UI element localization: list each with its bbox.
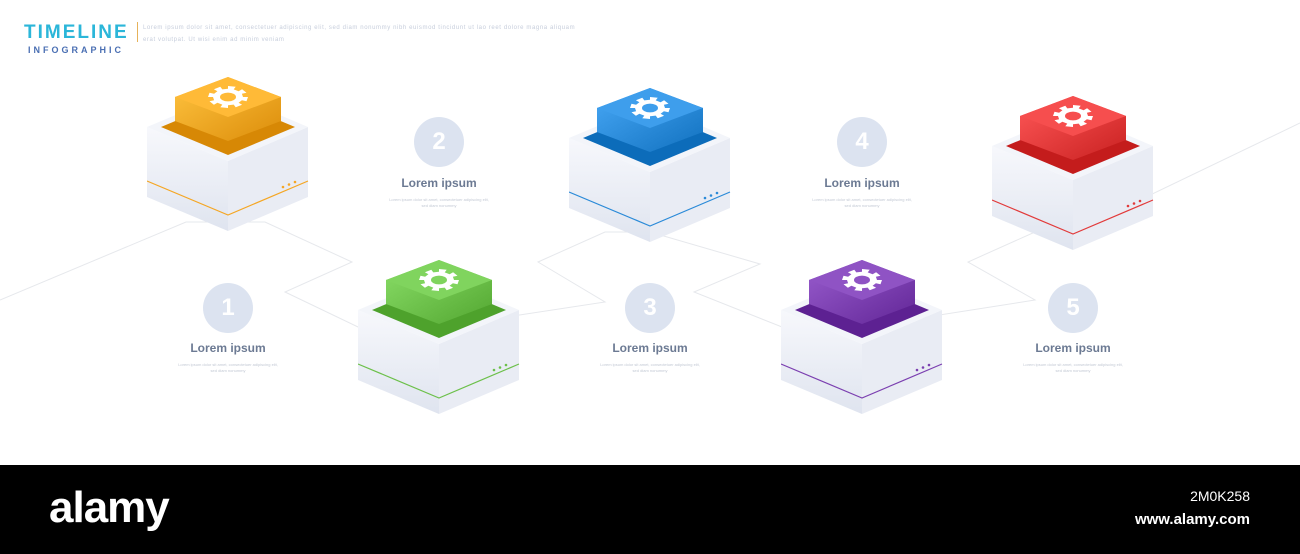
cube-accent-line — [357, 363, 520, 399]
step-5-description: Lorem ipsum dolor sit amet, consectetuer… — [1023, 362, 1123, 373]
indicator-dot — [927, 363, 931, 367]
step-4-number: 4 — [837, 117, 887, 167]
indicator-dot — [504, 363, 508, 367]
gear-icon — [208, 86, 248, 108]
indicator-dot — [915, 368, 919, 372]
indicator-dot — [492, 368, 496, 372]
step-4-cube — [780, 258, 943, 423]
step-3-description: Lorem ipsum dolor sit amet, consectetuer… — [600, 362, 700, 373]
indicator-dot — [281, 185, 285, 189]
cube-right-face — [862, 310, 942, 414]
cube-right-face — [439, 310, 519, 414]
cube-left-face — [569, 138, 650, 242]
step-4-label: Lorem ipsum — [824, 176, 900, 190]
step-1-description: Lorem ipsum dolor sit amet, consectetuer… — [178, 362, 278, 373]
infographic-canvas: TIMELINE INFOGRAPHIC Lorem ipsum dolor s… — [0, 22, 1300, 423]
indicator-dot — [921, 366, 925, 369]
step-2-cube — [357, 258, 520, 423]
step-4-description: Lorem ipsum dolor sit amet, consectetuer… — [812, 197, 912, 208]
cube-left-face — [358, 310, 439, 414]
indicator-dot — [703, 196, 707, 200]
step-1-cube — [146, 75, 309, 240]
step-3-label: Lorem ipsum — [612, 341, 688, 355]
indicator-dot — [498, 366, 502, 369]
step-5-label: Lorem ipsum — [1035, 341, 1111, 355]
step-2-label: Lorem ipsum — [401, 176, 477, 190]
step-5-cube — [991, 94, 1154, 259]
cube-right-face — [228, 127, 308, 231]
cube-accent-line — [780, 363, 943, 399]
infographic-subtitle: INFOGRAPHIC — [28, 45, 124, 55]
cube-right-face — [1073, 146, 1153, 250]
cube-right-face — [650, 138, 730, 242]
title-divider — [137, 22, 138, 42]
step-2-description: Lorem ipsum dolor sit amet, consectetuer… — [389, 197, 489, 208]
gear-icon — [842, 269, 882, 291]
cube-accent-line — [146, 180, 309, 216]
watermark-footer: alamy 2M0K258 www.alamy.com — [0, 465, 1300, 554]
indicator-dot — [293, 180, 297, 184]
infographic-title: TIMELINE — [24, 22, 129, 43]
indicator-dot — [709, 194, 713, 197]
step-3-number: 3 — [625, 283, 675, 333]
header-description: Lorem ipsum dolor sit amet, consectetuer… — [143, 25, 576, 43]
cube-left-face — [781, 310, 862, 414]
indicator-dot — [715, 191, 719, 195]
image-id: 2M0K258 — [1190, 488, 1250, 504]
indicator-dot — [1126, 204, 1130, 208]
step-5-number: 5 — [1048, 283, 1098, 333]
alamy-logo: alamy — [49, 483, 170, 532]
cube-left-face — [992, 146, 1073, 250]
indicator-dot — [1138, 199, 1142, 203]
site-url: www.alamy.com — [1134, 511, 1250, 528]
indicator-dot — [287, 183, 291, 186]
indicator-dot — [1132, 202, 1136, 205]
step-1-number: 1 — [203, 283, 253, 333]
cube-left-face — [147, 127, 228, 231]
gear-icon — [419, 269, 459, 291]
step-2-number: 2 — [414, 117, 464, 167]
gear-icon — [1053, 105, 1093, 127]
step-1-label: Lorem ipsum — [190, 341, 266, 355]
step-3-cube — [568, 86, 731, 251]
cube-accent-line — [568, 191, 731, 227]
cube-accent-line — [991, 199, 1154, 235]
gear-icon — [630, 97, 670, 119]
